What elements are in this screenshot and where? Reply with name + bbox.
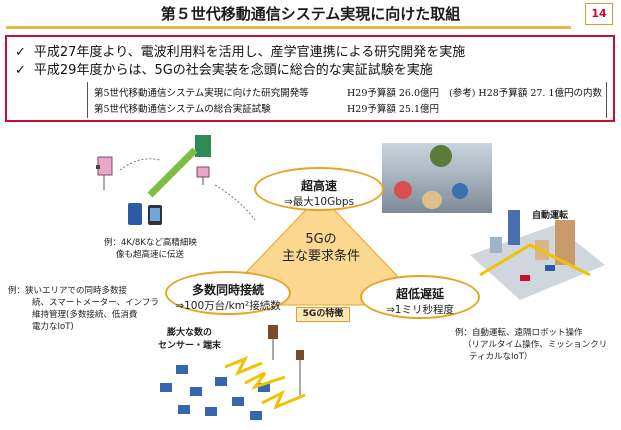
title-bar: 第５世代移動通信システム実現に向けた取組 14 <box>0 0 621 30</box>
massive-connection-value: ⇒100万台/km²接続数 <box>175 300 281 312</box>
budget-label: 第5世代移動通信システムの総合実証試験 <box>94 104 271 115</box>
center-line-2: 主な要求条件 <box>281 249 360 264</box>
photo-tree <box>430 145 452 167</box>
example-line: 例：4K/8Kなど高精細映 <box>104 238 197 248</box>
page-number: 14 <box>585 3 613 25</box>
phone-icon <box>128 203 162 225</box>
budget-amount: H29予算額 26.0億円 <box>347 88 440 99</box>
base-station-icon <box>96 135 256 221</box>
high-speed-example: 例：4K/8Kなど高精細映 像も超高速に伝送 <box>104 237 197 261</box>
example-line: 続、スマートメーター、インフラ <box>32 298 159 308</box>
budget-row-1: 第5世代移動通信システム実現に向けた研究開発等 H29予算額 26.0億円 (参… <box>94 85 602 99</box>
city-illustration <box>470 210 605 300</box>
photo-person <box>452 183 468 199</box>
page-title: 第５世代移動通信システム実現に向けた取組 <box>160 5 461 23</box>
example-line: 例：狭いエリアでの同時多数接 <box>8 286 128 296</box>
bullet-1-text: 平成27年度より、電波利用料を活用し、産学官連携による研究開発を実施 <box>33 45 466 60</box>
center-label: 5Gの 主な要求条件 <box>276 231 366 265</box>
low-latency-title: 超低遅延 <box>395 287 444 301</box>
diagram: 超高速 ⇒最大10Gbps 多数同時接続 ⇒100万台/km²接続数 超低遅延 … <box>0 125 621 430</box>
budget-table: 第5世代移動通信システム実現に向けた研究開発等 H29予算額 26.0億円 (参… <box>87 82 607 118</box>
sensors-label: 膨大な数の センサー・端末 <box>158 325 221 351</box>
high-speed-title: 超高速 <box>300 179 337 193</box>
low-latency-ellipse: 超低遅延 ⇒1ミリ秒程度 <box>360 275 480 319</box>
center-line-1: 5Gの <box>305 232 337 247</box>
check-icon: ✓ <box>15 63 26 78</box>
crowd-photo <box>382 143 492 213</box>
budget-row-2: 第5世代移動通信システムの総合実証試験 H29予算額 25.1億円 <box>94 101 439 115</box>
high-speed-ellipse: 超高速 ⇒最大10Gbps <box>254 167 384 211</box>
low-latency-example: 例：自動運転、遠隔ロボット操作 （リアルタイム操作、ミッションクリ ティカルなI… <box>455 327 607 363</box>
budget-amount: H29予算額 25.1億円 <box>347 104 440 115</box>
summary-box: ✓ 平成27年度より、電波利用料を活用し、産学官連携による研究開発を実施 ✓ 平成2… <box>5 35 615 122</box>
bullet-2-text: 平成29年度からは、5Gの社会実装を念頭に総合的な実証試験を実施 <box>33 63 433 78</box>
bullet-2: ✓ 平成29年度からは、5Gの社会実装を念頭に総合的な実証試験を実施 <box>15 59 433 78</box>
budget-note: (参考) H28予算額 27. 1億円の内数 <box>449 88 602 99</box>
autonomous-label: 自動運転 <box>532 211 569 221</box>
high-speed-value: ⇒最大10Gbps <box>283 196 355 208</box>
photo-person <box>422 191 442 209</box>
sensors-label-line: 膨大な数の <box>167 328 213 338</box>
photo-person <box>394 181 412 199</box>
feature-badge: 5Gの特徴 <box>296 307 350 322</box>
title-underline <box>6 26 571 29</box>
check-icon: ✓ <box>15 45 26 60</box>
example-line: 電力なIoT) <box>32 322 74 332</box>
sensor-cluster <box>160 325 306 420</box>
bullet-1: ✓ 平成27年度より、電波利用料を活用し、産学官連携による研究開発を実施 <box>15 41 465 60</box>
massive-example: 例：狭いエリアでの同時多数接 続、スマートメーター、インフラ 維持管理(多数接続… <box>8 285 159 333</box>
low-latency-value: ⇒1ミリ秒程度 <box>386 304 454 316</box>
example-line: 像も超高速に伝送 <box>116 250 185 260</box>
massive-connection-title: 多数同時接続 <box>191 283 264 297</box>
example-line: 維持管理(多数接続、低消費 <box>32 310 138 320</box>
example-line: 例：自動運転、遠隔ロボット操作 <box>455 328 583 338</box>
budget-label: 第5世代移動通信システム実現に向けた研究開発等 <box>94 88 309 99</box>
example-line: （リアルタイム操作、ミッションクリ <box>463 340 608 350</box>
sensors-label-line: センサー・端末 <box>158 341 222 351</box>
example-line: ティカルなIoT） <box>469 352 533 362</box>
massive-connection-ellipse: 多数同時接続 ⇒100万台/km²接続数 <box>165 271 291 315</box>
